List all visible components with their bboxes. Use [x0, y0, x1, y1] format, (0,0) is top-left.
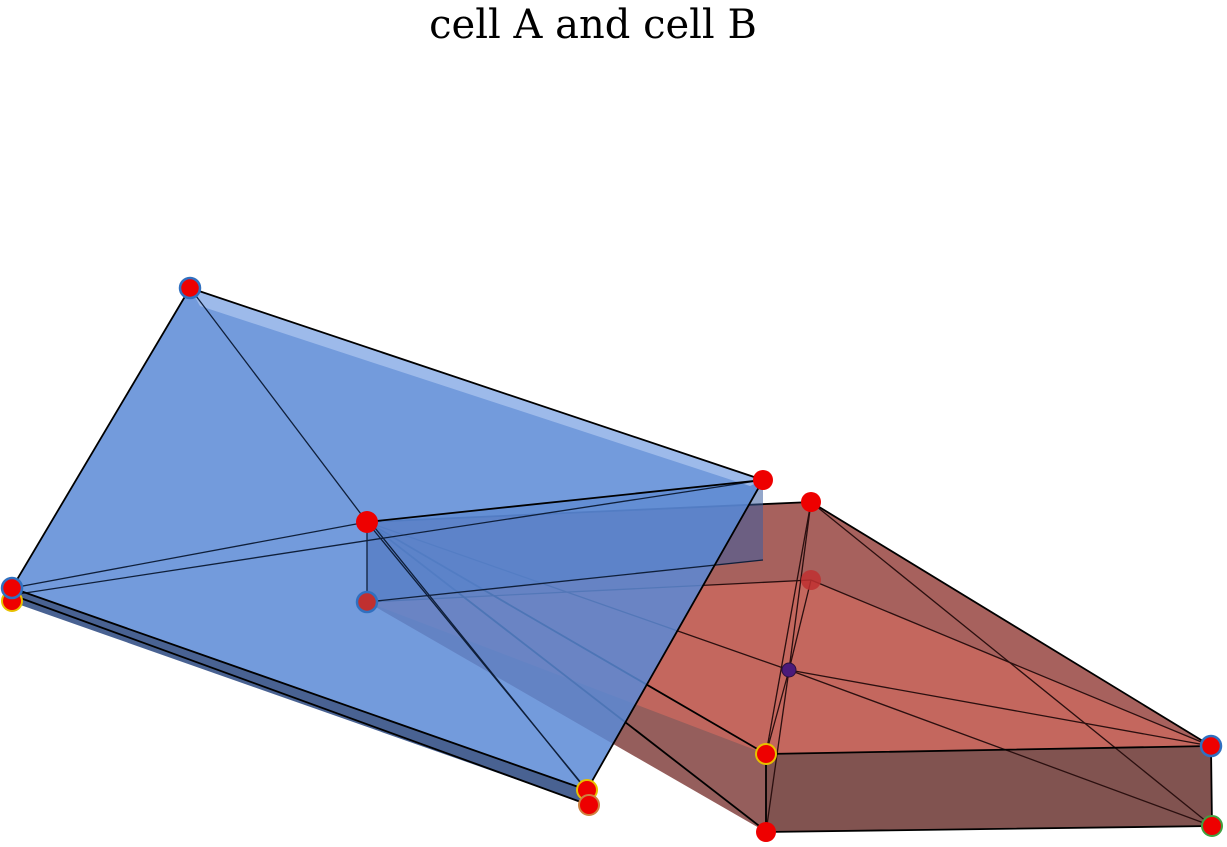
vertex-blue-ring	[355, 590, 379, 614]
vertices	[0, 276, 1223, 842]
vertex	[356, 511, 378, 533]
cell-a-side-face	[12, 588, 589, 805]
cell-a-top-face	[12, 288, 763, 790]
vertex	[801, 570, 821, 590]
vertex	[753, 470, 773, 490]
cell-a	[10, 287, 765, 806]
diagram-title: cell A and cell B	[429, 2, 757, 48]
vertex-blue-ring	[1199, 734, 1223, 758]
vertex-blue-ring	[0, 576, 24, 600]
vertex-blue-ring	[178, 276, 202, 300]
vertex-yellow-ring	[755, 743, 777, 765]
cell-a-highlight	[190, 288, 763, 486]
vertex-center	[781, 662, 797, 678]
vertex	[801, 492, 821, 512]
vertex-green-ring	[578, 794, 600, 816]
vertex-green-ring	[1201, 815, 1223, 837]
vertex	[756, 822, 776, 842]
cell-b-front-face	[766, 746, 1212, 832]
